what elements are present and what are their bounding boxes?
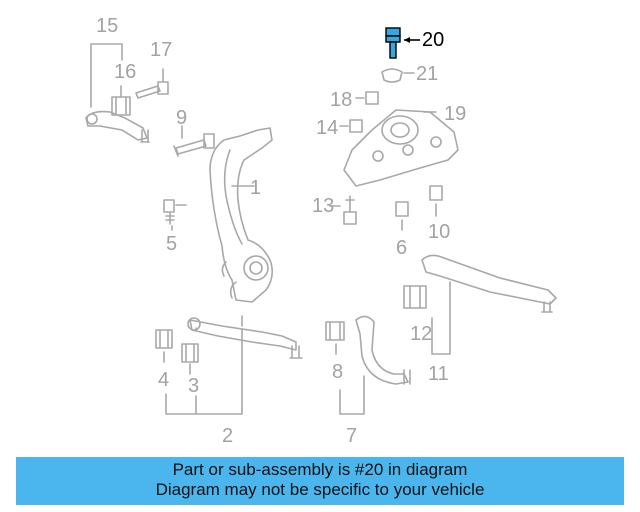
parts-diagram xyxy=(85,27,557,415)
bushing-4 xyxy=(155,329,173,349)
bolt-13 xyxy=(343,195,357,225)
banner-line-2: Diagram may not be specific to your vehi… xyxy=(155,480,485,499)
trailing-arm xyxy=(421,254,557,305)
lower-arm-right xyxy=(355,315,409,385)
bushing-3 xyxy=(181,343,199,363)
callout-1: 1 xyxy=(250,177,262,199)
bushing-16 xyxy=(111,96,131,116)
callout-12: 12 xyxy=(410,323,433,345)
callout-15: 15 xyxy=(96,15,119,37)
callout-18: 18 xyxy=(330,89,353,111)
callout-8: 8 xyxy=(332,361,344,383)
callout-5: 5 xyxy=(166,233,178,255)
callout-2: 2 xyxy=(222,425,234,447)
callout-11: 11 xyxy=(428,363,449,385)
callout-7: 7 xyxy=(346,425,358,447)
banner-line-1: Part or sub-assembly is #20 in diagram xyxy=(172,460,468,479)
callout-3: 3 xyxy=(188,375,200,397)
bushing-12 xyxy=(403,285,427,309)
lower-arm-left xyxy=(189,319,297,351)
callout-13: 13 xyxy=(312,195,335,217)
washer-21 xyxy=(381,68,403,83)
callout-19: 19 xyxy=(444,103,467,125)
info-banner: Part or sub-assembly is #20 in diagram D… xyxy=(16,457,624,505)
bushing-6 xyxy=(395,201,409,217)
nut-14 xyxy=(349,119,363,133)
callout-17: 17 xyxy=(150,39,173,61)
callout-14: 14 xyxy=(316,117,339,139)
callout-20: 20 xyxy=(422,29,445,51)
callout-16: 16 xyxy=(114,61,137,83)
nut-18 xyxy=(365,91,379,105)
steering-knuckle xyxy=(209,127,274,303)
bolt-9 xyxy=(173,139,207,157)
bolt-20-highlighted xyxy=(385,27,401,59)
bushing-8 xyxy=(325,321,345,341)
bolt-5 xyxy=(163,199,175,225)
callout-21: 21 xyxy=(416,63,439,85)
bolt-17 xyxy=(135,85,161,99)
callout-9: 9 xyxy=(176,107,188,129)
callout-4: 4 xyxy=(158,369,170,391)
callout-6: 6 xyxy=(396,237,408,259)
bushing-10 xyxy=(429,185,443,201)
callout-10: 10 xyxy=(428,221,451,243)
strut-mount xyxy=(343,109,459,187)
